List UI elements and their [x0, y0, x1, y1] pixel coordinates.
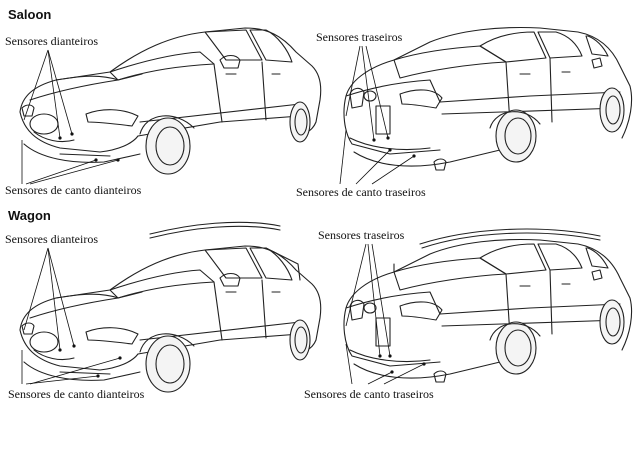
saloon-rear-sensors-label: Sensores traseiros [316, 30, 403, 44]
wagon-rear-sensors-label: Sensores traseiros [318, 228, 405, 242]
saloon-front-corner-sensors-label: Sensores de canto dianteiros [5, 183, 142, 197]
saloon-front-car [19, 27, 322, 175]
wagon-rear-corner-sensors-label: Sensores de canto traseiros [304, 387, 434, 401]
wagon-front-leaders [21, 247, 121, 385]
wagon-front-sensors-label: Sensores dianteiros [5, 232, 98, 246]
saloon-rear-car [343, 26, 633, 171]
wagon-rear-car [343, 228, 633, 383]
saloon-rear-corner-sensors-label: Sensores de canto traseiros [296, 185, 426, 199]
saloon-rear-leaders [339, 45, 415, 185]
wagon-rear-leaders [345, 243, 425, 385]
wagon-front-car [19, 221, 322, 393]
section-heading-wagon: Wagon [8, 208, 51, 223]
saloon-front-sensors-label: Sensores dianteiros [5, 34, 98, 48]
section-heading-saloon: Saloon [8, 7, 52, 22]
wagon-front-corner-sensors-label: Sensores de canto dianteiros [8, 387, 145, 401]
saloon-front-leaders [21, 49, 119, 185]
